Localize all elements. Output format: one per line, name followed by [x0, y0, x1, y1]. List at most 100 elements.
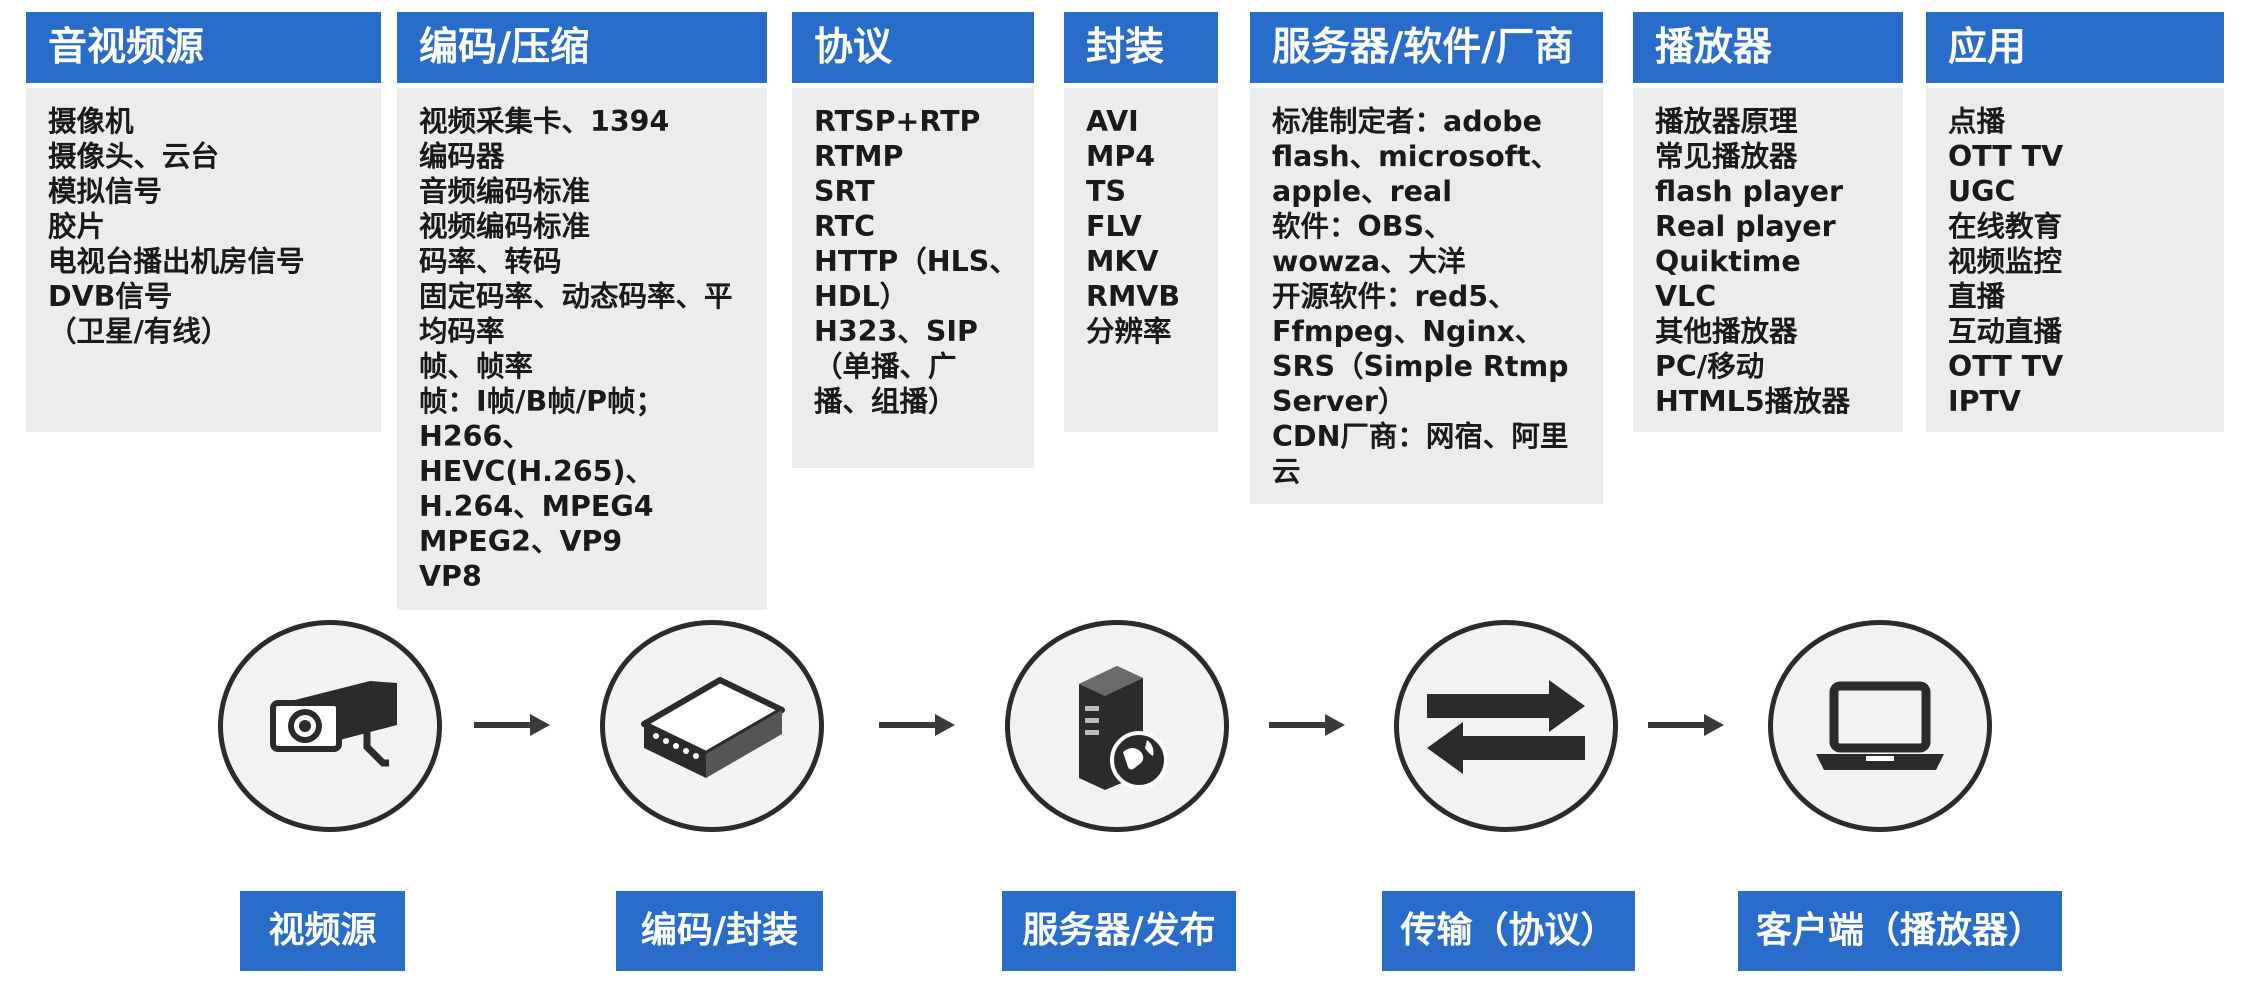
- encoder-box-icon: [641, 677, 785, 778]
- column-header: 应用: [1926, 12, 2224, 83]
- column-item: Real player: [1655, 210, 1836, 243]
- column-item: 点播: [1948, 105, 2006, 138]
- column-applications: 应用 点播 OTT TV UGC 在线教育 视频监控 直播 互动直播 OTT T…: [1926, 12, 2224, 432]
- column-players: 播放器 播放器原理 常见播放器 flash player Real player…: [1633, 12, 1903, 432]
- stage-label-client: 客户端（播放器）: [1738, 891, 2062, 971]
- column-item: DVB信号: [48, 280, 173, 313]
- column-item: MPEG2、VP9: [419, 525, 623, 558]
- column-header: 服务器/软件/厂商: [1250, 12, 1603, 83]
- column-item: HDL）: [814, 280, 909, 313]
- column-item: 互动直播: [1948, 315, 2063, 348]
- stage-label-server: 服务器/发布: [1002, 891, 1236, 971]
- flow-arrow: [1648, 712, 1724, 742]
- column-container-formats: 封装 AVI MP4 TS FLV MKV RMVB 分辨率: [1064, 12, 1218, 432]
- stage-label-transfer: 传输（协议）: [1382, 891, 1635, 971]
- column-item: UGC: [1948, 175, 2016, 208]
- column-item: RTC: [814, 210, 876, 243]
- column-body: RTSP+RTP RTMP SRT RTC HTTP（HLS、 HDL） H32…: [792, 88, 1034, 468]
- column-item: 播放器原理: [1655, 105, 1798, 138]
- column-item: MP4: [1086, 140, 1156, 173]
- stage-node-transfer: [1394, 620, 1618, 832]
- stage-label-encoder: 编码/封装: [616, 891, 823, 971]
- column-item: TS: [1086, 175, 1126, 208]
- column-item: flash player: [1655, 175, 1844, 208]
- column-header: 封装: [1064, 12, 1218, 83]
- column-item: CDN厂商：网宿、阿里: [1272, 420, 1569, 453]
- column-item: FLV: [1086, 210, 1142, 243]
- column-item: 软件：OBS、: [1272, 210, 1453, 243]
- column-item: MKV: [1086, 245, 1159, 278]
- column-item: 视频采集卡、1394: [419, 105, 670, 138]
- column-item: 胶片: [48, 210, 106, 243]
- stage-node-encoder: [600, 620, 824, 832]
- column-item: 帧：I帧/B帧/P帧；: [419, 385, 665, 418]
- column-item: 视频监控: [1948, 245, 2063, 278]
- column-item: 音频编码标准: [419, 175, 591, 208]
- column-item: 码率、转码: [419, 245, 562, 278]
- column-item: IPTV: [1948, 385, 2021, 418]
- column-item: 固定码率、动态码率、平: [419, 280, 733, 313]
- column-item: 在线教育: [1948, 210, 2063, 243]
- column-item: RTSP+RTP: [814, 105, 981, 138]
- column-item: PC/移动: [1655, 350, 1765, 383]
- column-item: apple、real: [1272, 175, 1453, 208]
- column-header: 音视频源: [26, 12, 381, 83]
- column-item: VLC: [1655, 280, 1717, 313]
- column-body: AVI MP4 TS FLV MKV RMVB 分辨率: [1064, 88, 1218, 432]
- column-item: H.264、MPEG4: [419, 490, 654, 523]
- column-item: OTT TV: [1948, 140, 2064, 173]
- column-body: 标准制定者：adobe flash、microsoft、 apple、real …: [1250, 88, 1603, 504]
- column-item: flash、microsoft、: [1272, 140, 1560, 173]
- column-item: RTMP: [814, 140, 904, 173]
- column-item: 分辨率: [1086, 315, 1172, 348]
- column-item: OTT TV: [1948, 350, 2064, 383]
- column-item: 电视台播出机房信号: [48, 245, 305, 278]
- column-item: 云: [1272, 455, 1301, 488]
- column-servers: 服务器/软件/厂商 标准制定者：adobe flash、microsoft、 a…: [1250, 12, 1603, 504]
- column-encoding: 编码/压缩 视频采集卡、1394 编码器 音频编码标准 视频编码标准 码率、转码…: [397, 12, 767, 610]
- column-item: H323、SIP: [814, 315, 978, 348]
- column-item: SRT: [814, 175, 875, 208]
- column-item: 其他播放器: [1655, 315, 1798, 348]
- camera-icon: [270, 681, 397, 767]
- column-item: 直播: [1948, 280, 2006, 313]
- column-body: 点播 OTT TV UGC 在线教育 视频监控 直播 互动直播 OTT TV I…: [1926, 88, 2224, 432]
- column-item: wowza、大洋: [1272, 245, 1466, 278]
- stage-node-source: [218, 620, 442, 832]
- column-item: Server）: [1272, 385, 1407, 418]
- column-header: 协议: [792, 12, 1034, 83]
- server-globe-icon: [1079, 666, 1168, 790]
- column-item: Quiktime: [1655, 245, 1801, 278]
- column-item: 视频编码标准: [419, 210, 591, 243]
- column-item: （卫星/有线）: [48, 315, 230, 348]
- column-body: 播放器原理 常见播放器 flash player Real player Qui…: [1633, 88, 1903, 432]
- column-item: HEVC(H.265)、: [419, 455, 655, 488]
- column-item: HTML5播放器: [1655, 385, 1851, 418]
- column-item: （单播、广: [814, 350, 957, 383]
- column-item: SRS（Simple Rtmp: [1272, 350, 1569, 383]
- column-body: 摄像机 摄像头、云台 模拟信号 胶片 电视台播出机房信号 DVB信号 （卫星/有…: [26, 88, 381, 432]
- stage-node-server: [1005, 620, 1229, 832]
- flow-arrow: [879, 712, 955, 742]
- column-item: VP8: [419, 560, 482, 593]
- column-item: Ffmpeg、Nginx、: [1272, 315, 1544, 348]
- column-item: H266、: [419, 420, 531, 453]
- column-item: 摄像头、云台: [48, 140, 220, 173]
- stage-node-client: [1768, 620, 1992, 832]
- column-sources: 音视频源 摄像机 摄像头、云台 模拟信号 胶片 电视台播出机房信号 DVB信号 …: [26, 12, 381, 432]
- column-body: 视频采集卡、1394 编码器 音频编码标准 视频编码标准 码率、转码 固定码率、…: [397, 88, 767, 610]
- column-header: 编码/压缩: [397, 12, 767, 83]
- laptop-icon: [1816, 681, 1944, 770]
- flow-arrow: [474, 712, 550, 742]
- column-item: 摄像机: [48, 105, 134, 138]
- stage-label-source: 视频源: [240, 891, 405, 971]
- transfer-arrows-icon: [1427, 680, 1585, 774]
- column-item: AVI: [1086, 105, 1139, 138]
- column-item: 帧、帧率: [419, 350, 534, 383]
- column-item: RMVB: [1086, 280, 1181, 313]
- column-item: 标准制定者：adobe: [1272, 105, 1542, 138]
- column-item: 模拟信号: [48, 175, 163, 208]
- column-item: HTTP（HLS、: [814, 245, 1018, 278]
- column-header: 播放器: [1633, 12, 1903, 83]
